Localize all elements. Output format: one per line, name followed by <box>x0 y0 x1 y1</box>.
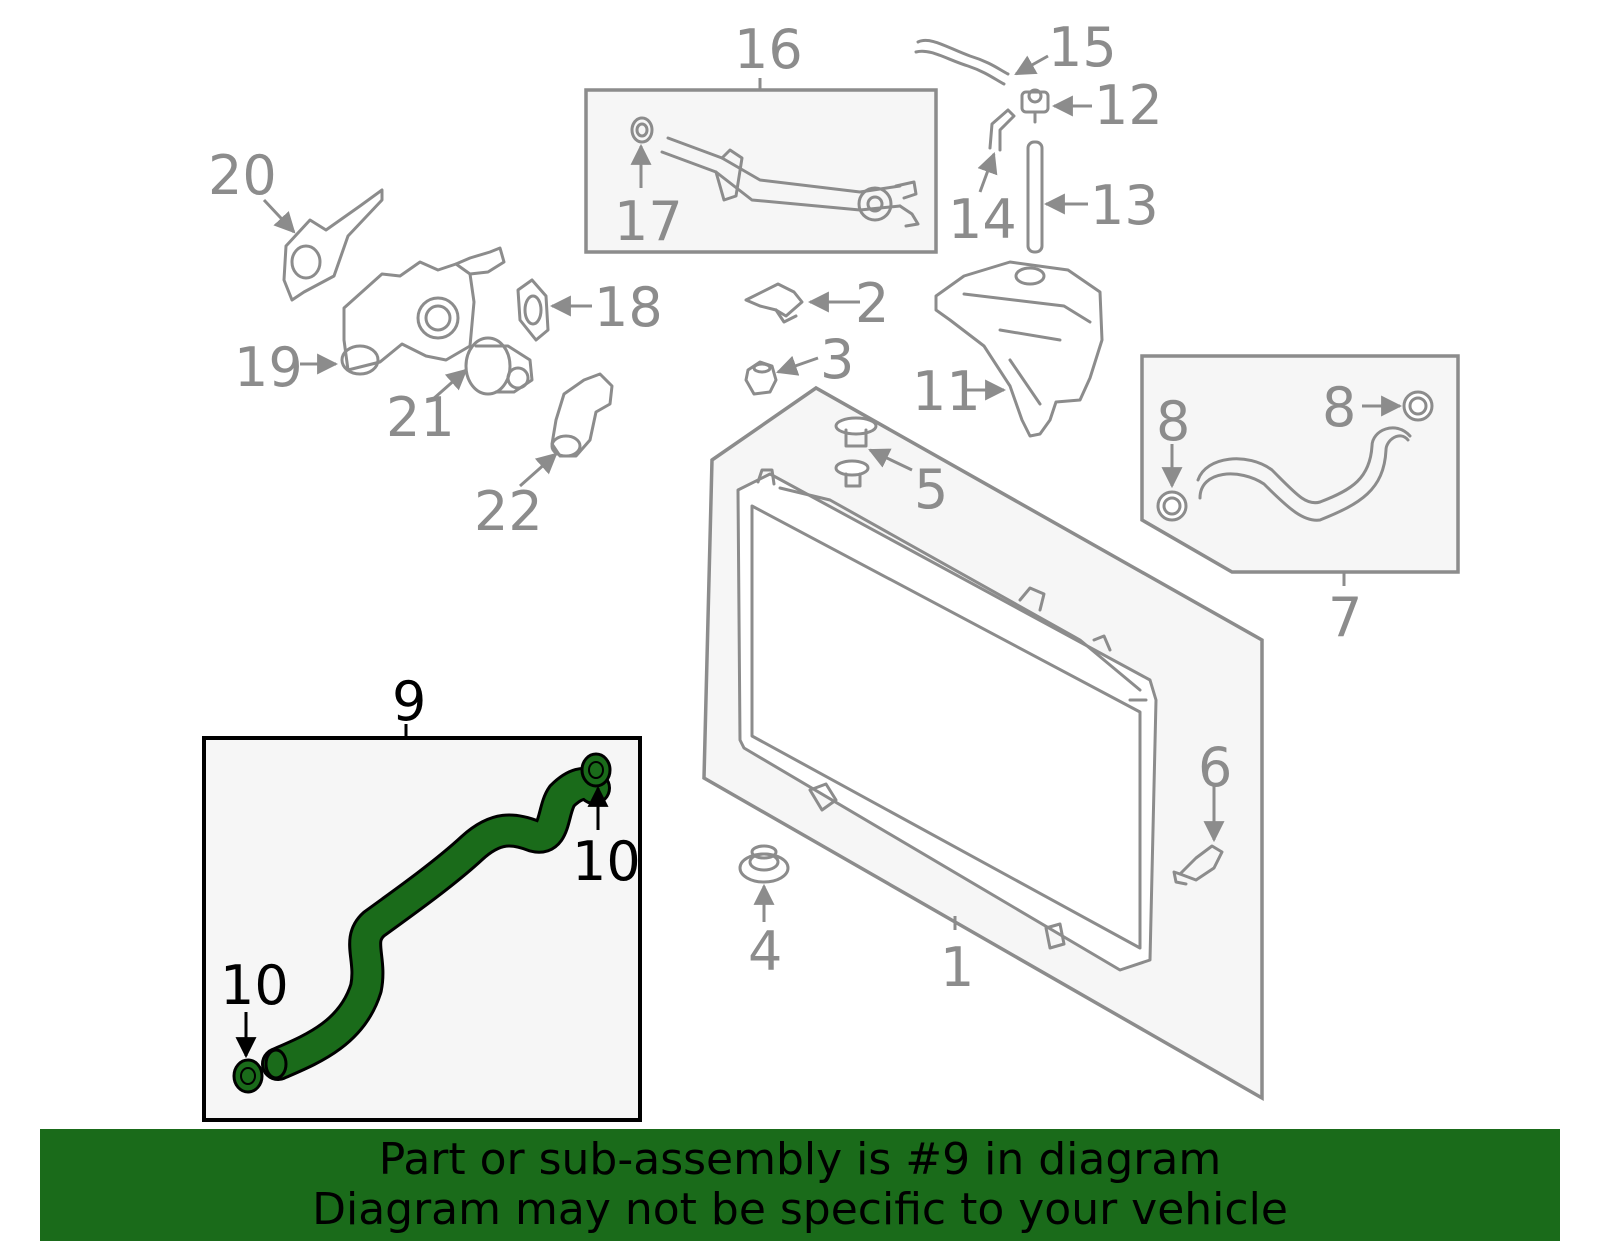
callout-20: 20 <box>208 144 277 207</box>
gasket-18-part <box>516 278 550 342</box>
banner-line-2: Diagram may not be specific to your vehi… <box>312 1184 1288 1235</box>
housing-22-part <box>550 372 614 458</box>
leader-5 <box>868 448 913 472</box>
leader-14 <box>977 152 998 193</box>
callout-14: 14 <box>948 188 1017 251</box>
leader-21 <box>431 368 468 402</box>
info-banner: Part or sub-assembly is #9 in diagram Di… <box>40 1129 1560 1241</box>
callout-4: 4 <box>748 920 782 983</box>
hose-14-part <box>988 108 1016 152</box>
thermostat-21-part <box>464 336 534 396</box>
leader-20 <box>262 198 296 234</box>
cap-5-part <box>834 416 878 488</box>
tube-13-part <box>1026 140 1044 254</box>
callout-8b: 8 <box>1322 376 1356 439</box>
callout-8a: 8 <box>1156 390 1190 453</box>
callout-21: 21 <box>386 386 455 449</box>
callout-11: 11 <box>912 360 981 423</box>
callout-22: 22 <box>474 480 543 543</box>
grommet-3-part <box>744 360 778 396</box>
clamp-10-lower <box>232 1058 264 1094</box>
callout-5: 5 <box>914 458 948 521</box>
callout-1: 1 <box>940 936 974 999</box>
callout-2: 2 <box>855 272 889 335</box>
group-7-box <box>1140 354 1460 586</box>
callout-16: 16 <box>734 18 803 81</box>
callout-10b: 10 <box>220 954 289 1017</box>
callout-13: 13 <box>1090 174 1159 237</box>
callout-15: 15 <box>1048 16 1117 79</box>
reservoir-11-part <box>934 260 1104 438</box>
mount-4-part <box>738 844 790 884</box>
banner-line-1: Part or sub-assembly is #9 in diagram <box>378 1134 1222 1185</box>
leader-22 <box>519 452 558 488</box>
bracket-2-part <box>744 282 804 324</box>
leader-15 <box>1014 54 1049 76</box>
callout-9: 9 <box>392 670 426 733</box>
callout-6: 6 <box>1198 736 1232 799</box>
lower-radiator-hose-9 <box>261 766 611 1081</box>
coolant-pipe-part <box>630 116 920 228</box>
callout-12: 12 <box>1094 74 1163 137</box>
callout-17: 17 <box>614 190 683 253</box>
callout-10a: 10 <box>572 830 641 893</box>
valve-12-part <box>1020 88 1050 124</box>
clamp-10-upper <box>580 752 612 788</box>
callout-3: 3 <box>820 328 854 391</box>
callout-7: 7 <box>1328 586 1362 649</box>
radiator-group-1 <box>702 385 1264 1102</box>
callout-19: 19 <box>234 336 303 399</box>
callout-18: 18 <box>594 276 663 339</box>
sensor-6-part <box>1172 844 1224 886</box>
gasket-20-part <box>282 188 384 302</box>
hose-15-part <box>914 39 1010 86</box>
leader-3 <box>776 355 819 376</box>
water-pump-19-part <box>340 246 506 376</box>
